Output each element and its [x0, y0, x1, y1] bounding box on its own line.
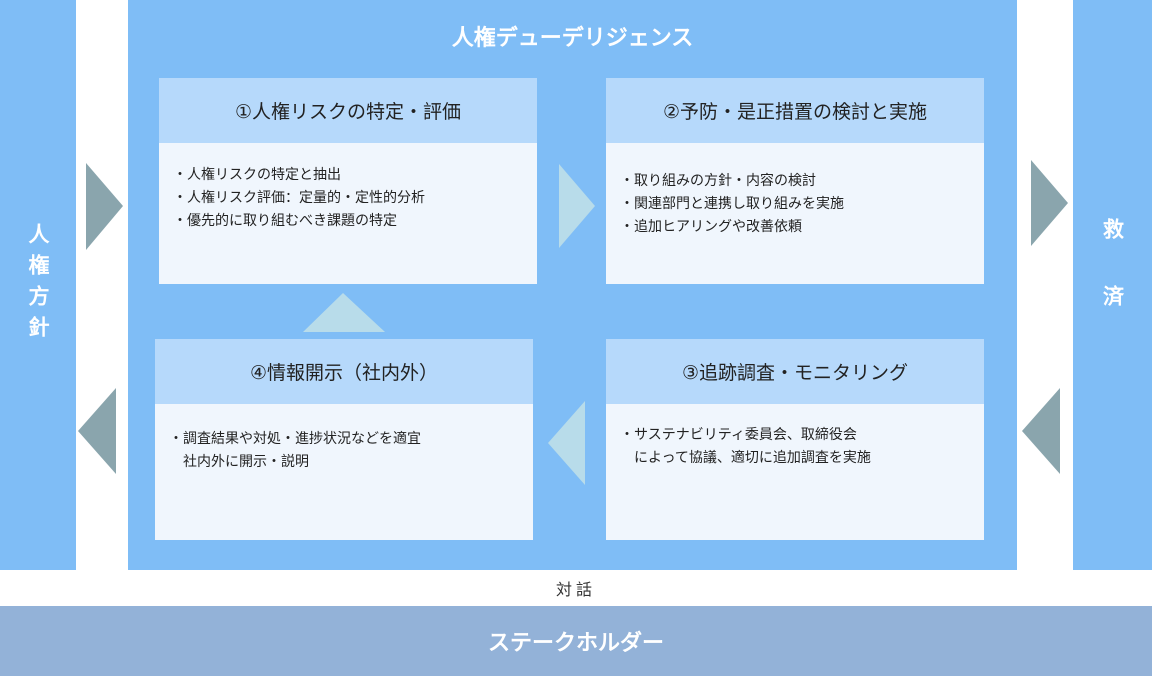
list-item: ・取り組みの方針・内容の検討: [620, 173, 816, 189]
list-item: ・優先的に取り組むべき課題の特定: [173, 213, 397, 229]
cycle-arrows: [303, 164, 595, 485]
step-1-title: ①人権リスクの特定・評価: [159, 78, 537, 143]
human-rights-due-diligence-panel: 人権デューデリジェンス ①人権リスクの特定・評価 ・人権リスクの特定と抽出 ・人…: [128, 0, 1017, 570]
arrow-dd-to-remedy: [1031, 160, 1068, 246]
step-4-box: ④情報開示（社内外） ・調査結果や対処・進捗状況などを適宜 社内外に開示・説明: [155, 339, 533, 540]
step-2-box: ②予防・是正措置の検討と実施 ・取り組みの方針・内容の検討 ・関連部門と連携し取…: [606, 78, 984, 284]
human-rights-policy-label: 人権方針: [26, 223, 50, 347]
arrow-dd-to-policy: [78, 388, 116, 474]
arrow-step3-to-step4: [548, 401, 585, 485]
arrow-step4-to-step1: [303, 293, 385, 332]
arrow-remedy-to-dd: [1022, 388, 1060, 474]
list-item: 社内外に開示・説明: [169, 454, 309, 470]
list-item: ・人権リスクの特定と抽出: [173, 167, 341, 183]
list-item: によって協議、適切に追加調査を実施: [620, 450, 871, 466]
step-4-list: ・調査結果や対処・進捗状況などを適宜 社内外に開示・説明: [169, 428, 525, 474]
flow-arrows: [78, 160, 1068, 474]
list-item: ・追加ヒアリングや改善依頼: [620, 219, 802, 235]
stakeholder-label: ステークホルダー: [487, 631, 664, 656]
panel-title: 人権デューデリジェンス: [451, 26, 694, 51]
arrow-step1-to-step2: [559, 164, 595, 248]
list-item: ・サステナビリティ委員会、取締役会: [620, 427, 857, 443]
step-1-list: ・人権リスクの特定と抽出 ・人権リスク評価：定量的・定性的分析 ・優先的に取り組…: [173, 164, 529, 233]
list-item: ・調査結果や対処・進捗状況などを適宜: [169, 431, 421, 447]
stakeholder-bar: ステークホルダー: [0, 606, 1152, 676]
remedy-label: 救済: [1100, 218, 1125, 352]
human-rights-policy-bar: 人権方針: [0, 0, 76, 570]
step-1-box: ①人権リスクの特定・評価 ・人権リスクの特定と抽出 ・人権リスク評価：定量的・定…: [159, 78, 537, 284]
step-4-title: ④情報開示（社内外）: [155, 339, 533, 404]
list-item: ・人権リスク評価：定量的・定性的分析: [173, 190, 425, 206]
list-item: ・関連部門と連携し取り組みを実施: [620, 196, 844, 212]
step-2-list: ・取り組みの方針・内容の検討 ・関連部門と連携し取り組みを実施 ・追加ヒアリング…: [620, 170, 976, 239]
step-2-title: ②予防・是正措置の検討と実施: [606, 78, 984, 143]
arrow-policy-to-dd: [86, 163, 123, 250]
dialogue-label: 対話: [555, 580, 596, 599]
step-3-title: ③追跡調査・モニタリング: [606, 339, 984, 404]
remedy-bar: 救済: [1073, 0, 1152, 570]
step-3-list: ・サステナビリティ委員会、取締役会 によって協議、適切に追加調査を実施: [620, 424, 976, 470]
step-3-box: ③追跡調査・モニタリング ・サステナビリティ委員会、取締役会 によって協議、適切…: [606, 339, 984, 540]
